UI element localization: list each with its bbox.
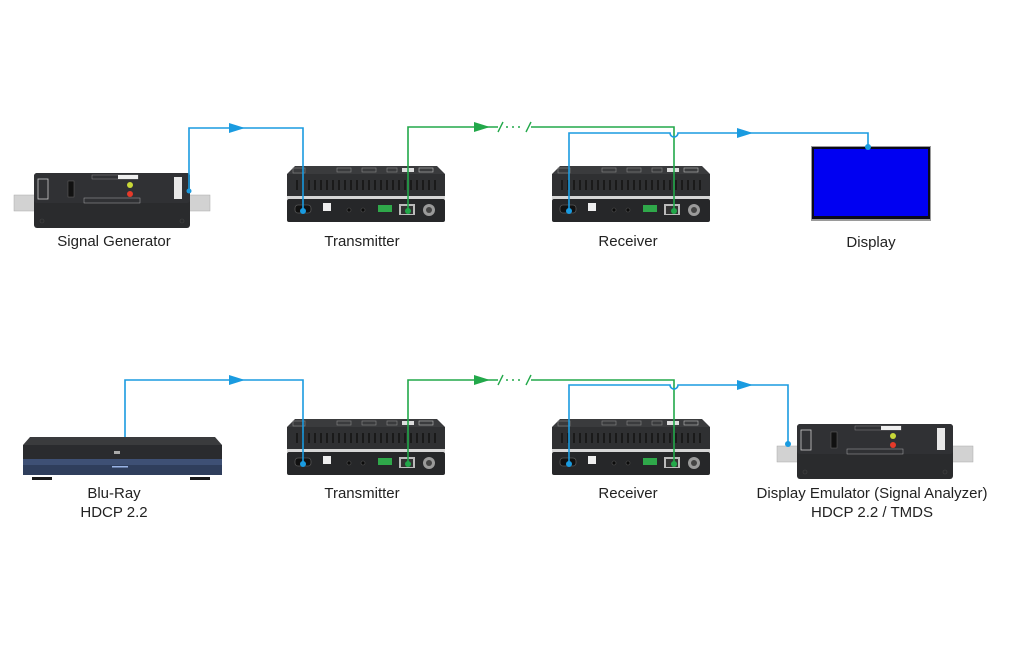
receiver-device [551,165,711,223]
signal-generator-device [13,172,211,229]
arrow-right-icon [474,122,490,132]
device-label: Display Emulator (Signal Analyzer) [756,485,988,502]
display-emulator-device [776,423,974,480]
display-screen [814,149,928,216]
arrow-right-icon [229,375,245,385]
hdmi-cable-line [568,384,789,464]
receiver-device [551,418,711,476]
hdbaset-cable-line [531,126,675,211]
hdbaset-cable-line [407,126,498,211]
arrow-right-icon [737,380,753,390]
arrow-right-icon [229,123,245,133]
device-sublabel: HDCP 2.2 / TMDS [811,504,933,521]
transmitter-device [286,165,446,223]
hdbaset-cable-line [407,379,498,464]
hdmi-cable-line [188,127,304,211]
device-label: Display [846,234,896,251]
device-label: Signal Generator [57,233,171,250]
hdmi-cable-line [568,132,869,211]
device-sublabel: HDCP 2.2 [80,504,148,521]
display-device [811,146,931,221]
device-label: Transmitter [324,485,400,502]
arrow-right-icon [737,128,753,138]
device-label: Receiver [598,485,658,502]
device-label: Transmitter [324,233,400,250]
device-label: Blu-Ray [87,485,141,502]
transmitter-device [286,418,446,476]
blu-ray-device [23,437,222,480]
arrow-right-icon [474,375,490,385]
hdmi-cable-line [124,379,304,464]
hdbaset-cable-line [531,379,675,464]
device-label: Receiver [598,233,658,250]
